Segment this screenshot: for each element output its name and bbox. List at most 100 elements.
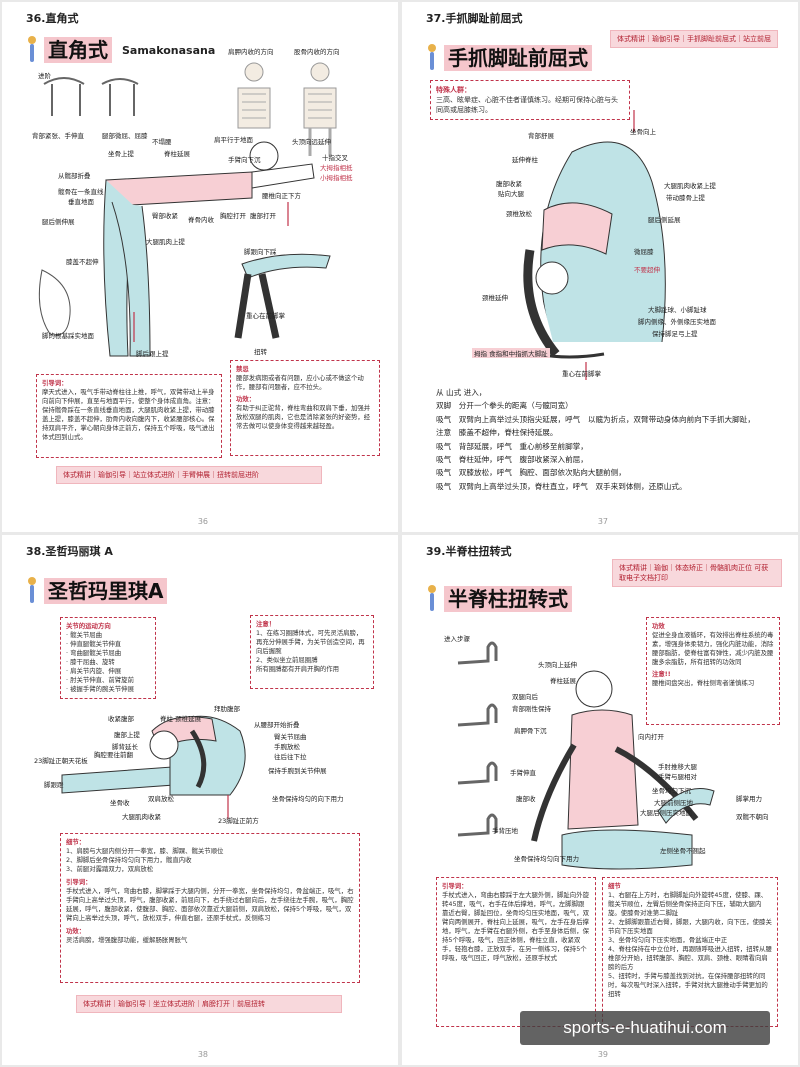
pose-label: 手腕放松 [274,743,300,751]
pose-label: 重心在前脚掌 [246,312,285,320]
pose-title-english: Samakonasana [122,43,216,57]
pose-illustration [61,715,246,819]
joint-direction-item: · 弯曲腿髋关节屈曲 [66,649,122,657]
pose-label: 脚后跟上提 [136,350,169,358]
yoga-figure-icon [424,585,440,613]
pose-label: 双髋不朝向 [736,813,769,821]
pose-title-text: 半脊柱扭转式 [444,586,572,612]
pose-label: 双腿向后 [512,693,538,701]
pose-label: 坐骨保持均匀的向下用力 [272,795,344,803]
pose-label: 髋骨在一条直线 [58,188,104,196]
pose-illustration [523,110,666,380]
details-item: 2、左脚脚跟靠近右臀，脚跟，大腿内收，向下压，使膝关节向下压实地面 [608,918,772,935]
pose-label: 脚跟向下踩 [244,248,277,256]
pose-label: 脊柱延展 [164,150,190,158]
note-box: 注意！ 1、在练习圈膊体式，可先灵活肩膀，再充分伸展手臂，为关节创造空间，再向后… [250,615,374,689]
chapter-heading: 36.直角式 [26,12,79,25]
instruction-line: 吸气 脊柱延伸，呼气 腹部收紧深入前屈， [436,455,588,465]
pose-illustration [38,62,337,357]
note-item: 1、在练习圈膊体式，可先灵活肩膀，再充分伸展手臂，为关节创造空间，再向后握腕 [256,629,365,655]
pose-label: 脊柱延展 [550,677,576,685]
yoga-figure-icon [24,577,40,605]
pose-label: 胸腔要往前翻 [94,751,133,759]
pose-label: 不要超伸 [634,266,660,274]
progress-label: 进阶 [38,72,51,80]
pose-label: 腹部收 [516,795,536,803]
pose-label: 微屈膝 [634,248,654,256]
details-box: 细节： 1、肩膀与大腿内侧分开一拳宽，膝、脚踝、髋关节顺位 2、脚脚后坐骨保持均… [60,833,360,983]
details-item: 5、扭转时，手臂与膝盖找到对抗，在保持腰部扭转的同时，每次吸气时深入扭转，手臂对… [608,972,768,998]
pose-label: 手臂伸直 [510,769,536,777]
guide-box: 引导词： 手杖式进入，弯曲右膝踩于左大腿外侧，脚趾向外旋转45度，吸气，右手在体… [436,877,596,1027]
pose-label: 腿后侧伸展 [42,218,75,226]
details-item: 1、右腿在上方时，右脚脚趾向外旋转45度，使膝、踝、髋关节顺位，左臀后侧坐骨保持… [608,891,768,917]
guide-title: 引导词： [66,878,92,886]
special-group-text: 三高、眩晕症、心脏不佳者谨慎练习。经期可保持心脏与头同高或屈膝练习。 [436,96,618,114]
pose-label: 头顶向上延伸 [538,661,577,669]
pose-label: 坐骨收 [110,799,130,807]
page-39: 39.半脊柱扭转式 体式精讲｜瑜伽｜体态矫正｜骨骼肌肉正位 可获取电子文档打印 … [402,535,798,1065]
pose-label: 从腰部开始折叠 [254,721,300,729]
pose-label: 大腿前侧压地 [654,799,693,807]
pose-label: 拜肋腹部 [214,705,240,713]
pose-label: 膝盖不超伸 [66,258,99,266]
pose-label: 脚内侧缘、外侧缘压实地面 [638,318,716,326]
pose-label: 腹部收紧 [496,180,522,188]
note-text: 腰部发病期或者有问题，应小心或不做这个动作，腰部有问题者，应不拉头。 [236,374,364,391]
pose-label: 臀关节屈曲 [274,733,307,741]
pose-label: 大拇指相抵 [320,164,353,172]
pose-label: 坐骨上提 [108,150,134,158]
pose-label: 23脚趾正前方 [218,817,259,825]
instruction-line: 从 山式 进入， [436,388,487,397]
pose-title-text: 直角式 [44,37,112,63]
pose-label: 背部刚性保持 [512,705,551,713]
guide-title: 引导词： [442,882,468,890]
special-group-box: 特殊人群： 三高、眩晕症、心脏不佳者谨慎练习。经期可保持心脏与头同高或屈膝练习。 [430,80,630,120]
chapter-heading: 38.圣哲玛丽琪 A [26,545,113,558]
skeleton-illustration-right [303,62,337,156]
details-item: 2、脚脚后坐骨保持均匀向下用力，髋直内收 [66,856,192,864]
guide-text: 手杖式进入，呼气，弯曲右膝，脚掌踩于大腿内侧，分开一拳宽，坐骨保持均匀，骨盆端正… [66,887,354,922]
instruction-line: 双脚 分开一个拳头的距离（与髋同宽） [436,401,573,411]
pose-label: 脚的根基踩实地面 [42,332,94,340]
pose-title: 圣哲玛里琪A [24,577,168,605]
joint-direction-item: · 伸直腿髋关节伸直 [66,640,122,648]
pose-label: 向内打开 [638,733,664,741]
instruction-line: 吸气 双臂向上高举过头顶指尖延展，呼气 以髋为折点，双臂带动身体向前向下手抓大脚… [436,414,755,424]
pose-label: 重心在前脚掌 [562,370,601,378]
pose-label: 手臂与腿相对 [658,773,697,781]
pose-label: 脊柱 颈椎延展 [160,715,202,723]
note-box: 禁忌 腰部发病期或者有问题，应小心或不做这个动作，腰部有问题者，应不拉头。 功效… [230,360,380,456]
joint-direction-item: · 肩关节内旋、伸展 [66,667,122,675]
pose-label: 腿部微屈、屈膝 [102,132,148,140]
instruction-line: 吸气 双臂向上高举过头顶，脊柱直立，呼气 双手来到体侧，还原山式。 [436,481,687,491]
yoga-figure-icon [24,36,40,64]
topic-banner: 体式精讲｜瑜伽引导｜手抓脚趾前屈式｜站立前屈 [610,30,778,48]
topic-banner: 体式精讲｜瑜伽｜体态矫正｜骨骼肌肉正位 可获取电子文档打印 [612,559,782,587]
pose-label: 扭转 [254,348,267,356]
page-number: 36 [197,517,208,526]
details-item: 3、前腿对露踏双力，双肩放松 [66,865,154,873]
instruction-line: 吸气 双膝放松，呼气 胸腔、面部依次贴向大腿前侧， [436,468,626,478]
pose-title-text: 圣哲玛里琪A [44,578,168,604]
pose-label: 大腿后侧压实地面 [640,809,692,817]
pose-label: 大腿肌肉上提 [146,238,185,246]
instruction-list: 从 山式 进入， 双脚 分开一个拳头的距离（与髋同宽） 吸气 双臂向上高举过头顶… [436,386,776,493]
pose-label: 脚背延长 [112,743,138,751]
note-item: 所有圈膊都有开肩开胸的作用 [256,665,340,673]
pose-label: 臀部收紧 [152,212,178,220]
pose-label: 垂直地面 [68,198,94,206]
instruction-line: 注意 膝盖不超伸，脊柱保持延展。 [436,428,558,438]
pose-label: 腹部打开 [250,212,276,220]
details-title: 细节： [66,838,86,846]
pose-illustration [457,641,715,870]
page-37: 37.手抓脚趾前屈式 体式精讲｜瑜伽引导｜手抓脚趾前屈式｜站立前屈 手抓脚趾前屈… [402,2,798,532]
guide-text: 摩天式进入，吸气手带动脊柱往上推，呼气，双臂带动上半身向前向下伸展，直至与地面平… [42,388,215,441]
note-title: 注意!! [652,670,671,678]
note-title: 注意！ [256,620,276,628]
anatomy-label: 肩胛内收的方向 [228,48,274,56]
joint-direction-item: · 髋关节屈曲 [66,631,103,639]
pose-label: 保持脚足弓上提 [652,330,698,338]
pose-label: 脚掌用力 [736,795,762,803]
joint-direction-box: 关节的运动方向 · 髋关节屈曲 · 伸直腿髋关节伸直 · 弯曲腿髋关节屈曲 · … [60,617,156,699]
